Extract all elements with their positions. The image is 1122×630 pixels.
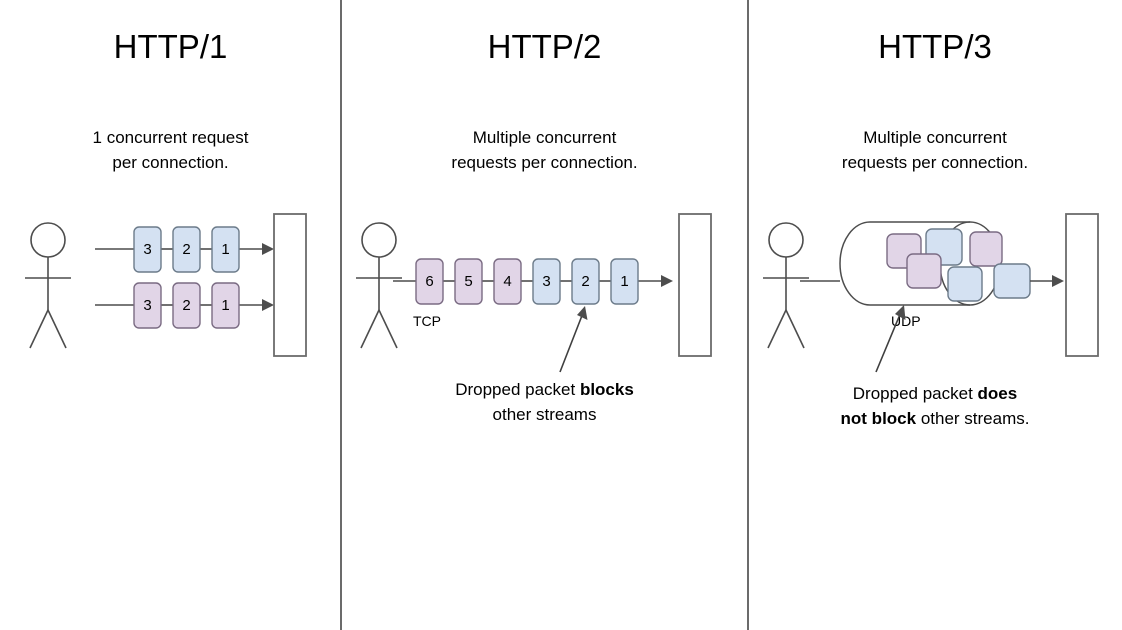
packet-box: 3 (133, 226, 162, 273)
note-text-part-1: Dropped packet (455, 380, 580, 399)
svg-text:2: 2 (182, 297, 190, 314)
svg-text:2: 2 (182, 241, 190, 258)
note-text-part-1: Dropped packet (852, 384, 978, 403)
svg-text:3: 3 (143, 297, 151, 314)
panel-subtitle-http2: Multiple concurrent requests per connect… (451, 128, 638, 172)
packet-box-dropped: 2 (571, 258, 600, 305)
connection-row-tcp: 6 5 4 3 2 (393, 258, 673, 305)
svg-text:1: 1 (620, 273, 628, 290)
callout-note-http2: Dropped packet blocks other streams (341, 378, 748, 427)
svg-text:6: 6 (425, 273, 433, 290)
svg-text:5: 5 (464, 273, 472, 290)
connection-row-1: 3 2 1 (95, 226, 274, 273)
packet-box: 3 (133, 282, 162, 329)
stick-figure-client (763, 222, 809, 349)
protocol-label-tcp: TCP (413, 313, 441, 329)
svg-text:2: 2 (581, 273, 589, 290)
server-rect (678, 213, 712, 357)
note-text-bold-2: not block (840, 408, 917, 428)
packet-box: 2 (172, 226, 201, 273)
connection-row-2: 3 2 1 (95, 282, 274, 329)
panel-title-http2: HTTP/2 (487, 28, 602, 65)
panel-http3: HTTP/3 Multiple concurrent requests per … (748, 0, 1122, 630)
callout-arrow (559, 306, 588, 373)
panel-divider-1 (340, 0, 342, 630)
packet-box: 1 (211, 282, 240, 329)
panel-divider-2 (747, 0, 749, 630)
packet-box: 1 (610, 258, 639, 305)
svg-text:1: 1 (221, 241, 229, 258)
http2-illustration: 6 5 4 3 2 (356, 213, 712, 373)
stick-figure-client (356, 222, 402, 349)
note-text-part-2: other streams. (916, 408, 1030, 428)
http1-illustration: 3 2 1 3 (25, 213, 307, 357)
svg-text:3: 3 (542, 273, 550, 290)
callout-arrow (875, 305, 906, 373)
packet-box: 5 (454, 258, 483, 305)
packet-box: 4 (493, 258, 522, 305)
packet-box: 2 (172, 282, 201, 329)
packet-box: 6 (415, 258, 444, 305)
server-rect (1065, 213, 1099, 357)
panel-subtitle-http1: 1 concurrent request per connection. (92, 128, 249, 172)
svg-text:1: 1 (221, 297, 229, 314)
svg-text:4: 4 (503, 273, 511, 290)
note-text-bold-1: blocks (579, 380, 634, 399)
panel-http2: HTTP/2 Multiple concurrent requests per … (341, 0, 748, 630)
server-rect (273, 213, 307, 357)
callout-note-http3: Dropped packet does not block other strea… (748, 382, 1122, 431)
packet-box: 3 (532, 258, 561, 305)
panel-subtitle-http3: Multiple concurrent requests per connect… (841, 128, 1029, 172)
note-text-bold-1: does (977, 384, 1018, 403)
packet-box (993, 263, 1031, 299)
panel-http1: HTTP/1 1 concurrent request per connecti… (0, 0, 341, 630)
panel-title-http3: HTTP/3 (878, 28, 992, 65)
stick-figure-client (25, 222, 71, 349)
svg-text:3: 3 (143, 241, 151, 258)
packet-box: 1 (211, 226, 240, 273)
note-text-part-2: other streams (492, 404, 597, 424)
packet-box (906, 253, 942, 289)
http3-illustration: UDP (763, 213, 1099, 373)
packet-box-dropped (947, 266, 983, 302)
packet-box (969, 231, 1003, 267)
panel-title-http1: HTTP/1 (113, 28, 228, 65)
